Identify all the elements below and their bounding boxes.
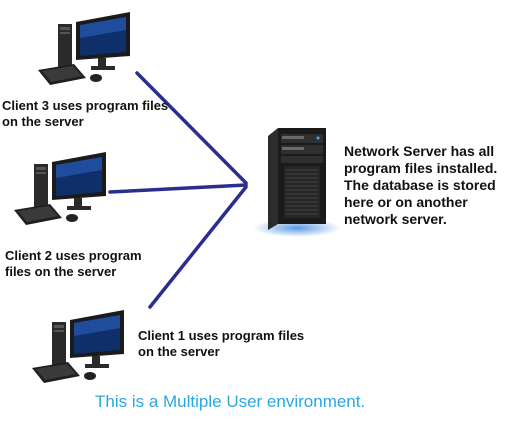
connection-line-client-3 [135, 71, 248, 185]
desktop-computer-icon [14, 152, 106, 225]
client-2-label: Client 2 uses program files on the serve… [5, 248, 142, 279]
client-3-label: Client 3 uses program files on the serve… [2, 98, 169, 129]
connection-line-client-1 [148, 185, 248, 309]
desktop-computer-icon [32, 310, 124, 383]
connection-line-client-2 [108, 183, 248, 194]
desktop-computer-icon [38, 12, 130, 85]
environment-caption: This is a Multiple User environment. [95, 392, 366, 411]
client-1-label: Client 1 uses program files on the serve… [138, 328, 305, 359]
tower-server-icon [253, 128, 341, 237]
server-label: Network Server has all program files ins… [344, 143, 498, 227]
